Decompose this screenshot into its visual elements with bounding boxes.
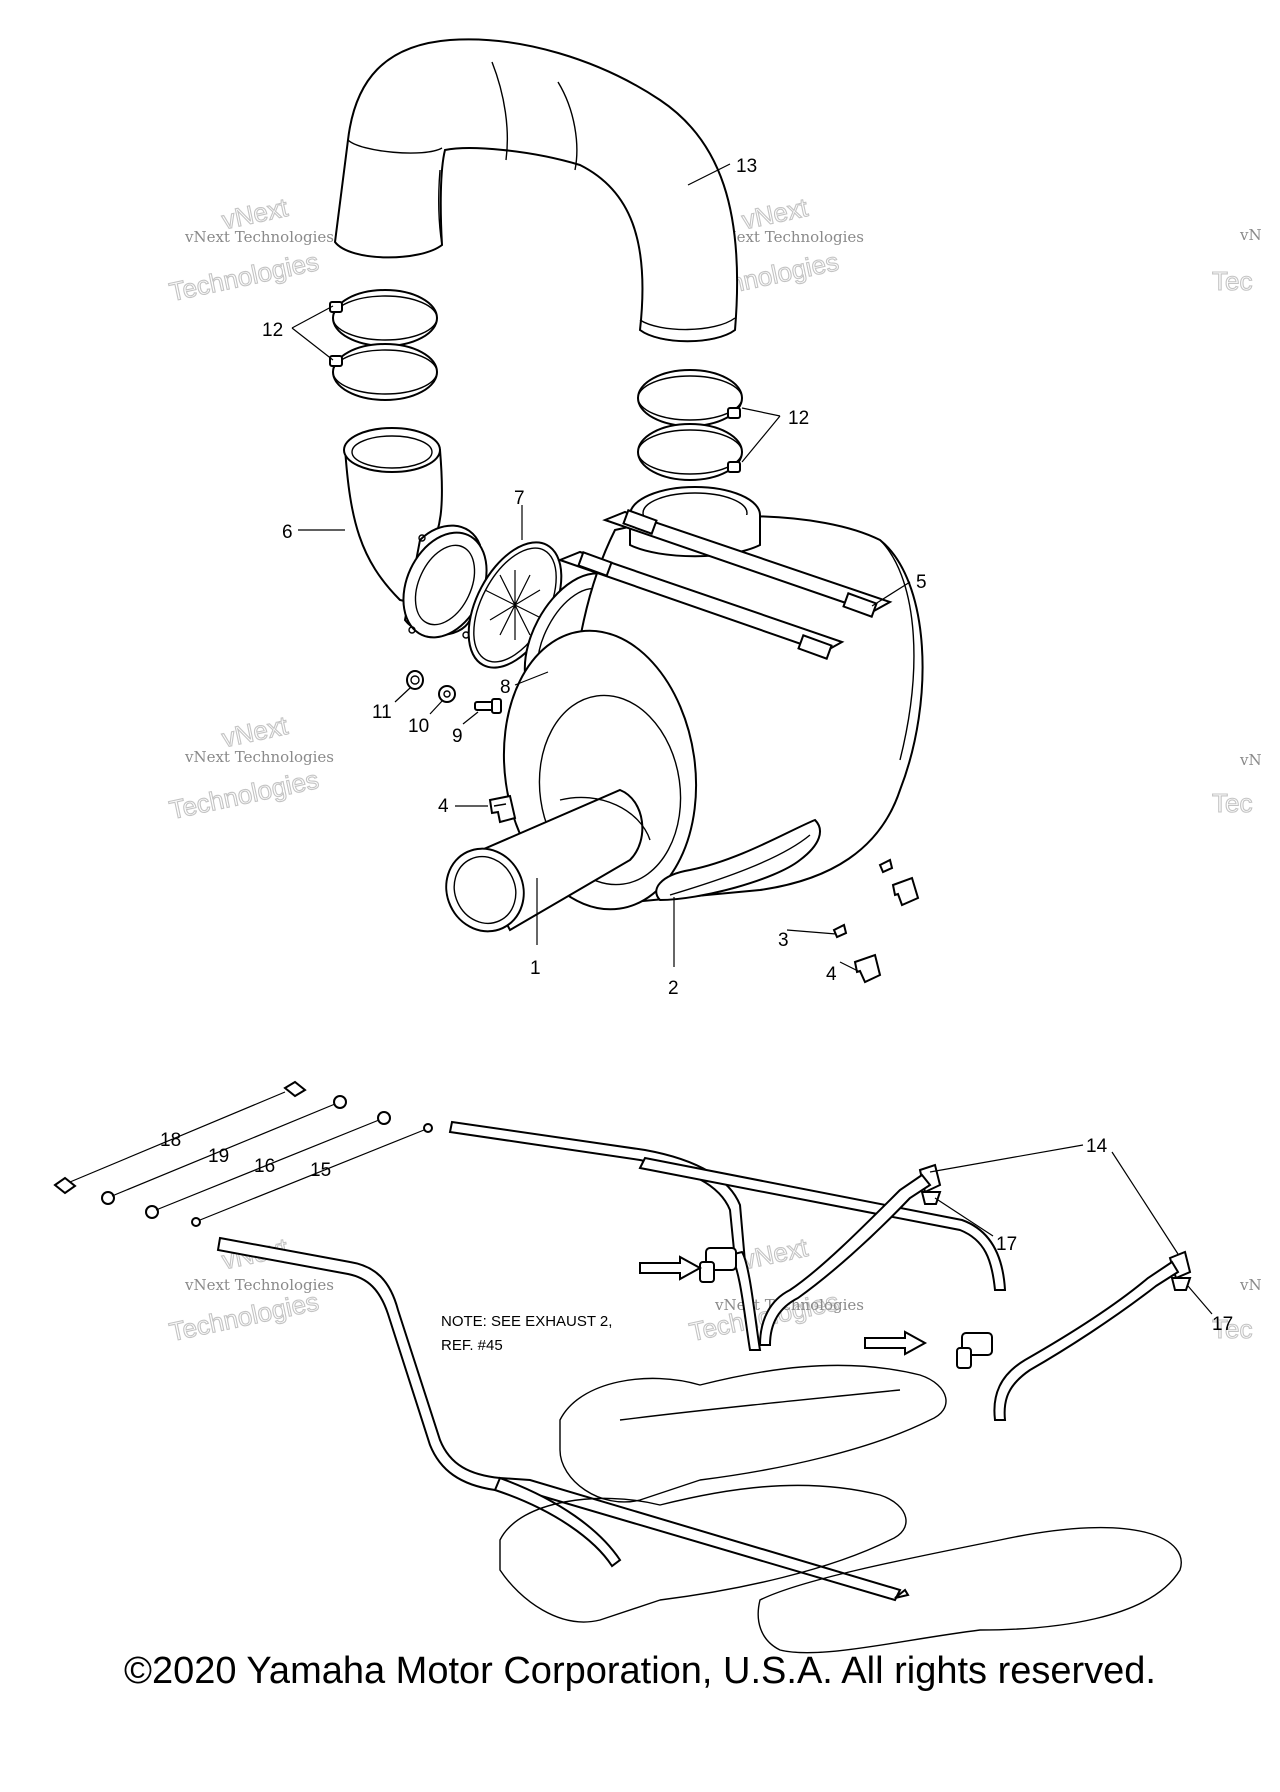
leader-lines — [291, 163, 1213, 1315]
svg-text:Technologies: Technologies — [167, 1286, 322, 1347]
elbow-part-6 — [343, 427, 488, 639]
reference-note: NOTE: SEE EXHAUST 2, REF. #45 — [441, 1313, 612, 1354]
callout-10: 10 — [408, 716, 429, 737]
callout-13: 13 — [736, 156, 757, 177]
callout-18: 18 — [160, 1130, 181, 1151]
exhaust-manifold-lower — [499, 1484, 1182, 1654]
bolt-part-9 — [474, 698, 502, 714]
nut-part-11 — [406, 670, 424, 690]
copyright-notice: ©2020 Yamaha Motor Corporation, U.S.A. A… — [124, 1650, 1156, 1692]
svg-text:Technologies: Technologies — [167, 246, 322, 307]
heat-shield-part-2 — [655, 818, 821, 902]
callout-labels: 13 12 12 6 7 5 8 11 10 9 4 1 2 3 4 14 17… — [160, 156, 1233, 1335]
callout-7: 7 — [514, 488, 525, 509]
callout-5: 5 — [916, 572, 927, 593]
arrow-indicator-right — [864, 1330, 928, 1356]
callout-12-right: 12 — [788, 408, 809, 429]
bracket-part-4-left — [488, 794, 517, 824]
watermark: vNext Technologies vNext Technologies — [166, 709, 334, 825]
callout-12-left: 12 — [262, 320, 283, 341]
callout-1: 1 — [530, 958, 541, 979]
callout-15: 15 — [310, 1160, 331, 1181]
callout-6: 6 — [282, 522, 293, 543]
svg-text:vN: vN — [1239, 226, 1262, 244]
hose-part-14-a — [758, 1173, 932, 1346]
callout-17-right: 17 — [1212, 1314, 1233, 1335]
svg-text:vNext Technologies: vNext Technologies — [714, 228, 864, 246]
watermark: vNext Technologies vNext Technologies — [166, 191, 334, 307]
callout-16: 16 — [254, 1156, 275, 1177]
hardware-set-18 — [53, 1080, 307, 1195]
hose-clamp-pair-left — [329, 289, 438, 401]
svg-text:Tec: Tec — [1212, 788, 1252, 818]
water-hose-upper — [448, 1120, 1007, 1351]
hardware-set-19 — [101, 1095, 347, 1205]
hardware-set-16 — [145, 1111, 391, 1219]
dashed-leader-lines — [69, 1091, 425, 1221]
svg-text:vNext: vNext — [739, 1232, 811, 1275]
arrow-indicator-left — [639, 1255, 703, 1281]
bracket-part-4-right-b — [853, 953, 882, 984]
washer-part-10 — [438, 685, 456, 703]
svg-text:vN: vN — [1239, 1276, 1262, 1294]
callout-8: 8 — [500, 677, 511, 698]
svg-text:Tec: Tec — [1212, 266, 1252, 296]
bracket-part-4-right-a — [891, 876, 920, 907]
svg-text:Tec: Tec — [1212, 1314, 1252, 1344]
valve-fitting-left — [699, 1247, 737, 1283]
callout-2: 2 — [668, 978, 679, 999]
callout-14: 14 — [1086, 1136, 1108, 1157]
callout-19: 19 — [208, 1146, 229, 1167]
svg-text:vNext: vNext — [219, 710, 291, 753]
screw-part-3 — [832, 858, 894, 939]
straps-part-5 — [557, 509, 893, 660]
note-line-2: REF. #45 — [441, 1337, 503, 1354]
callout-9: 9 — [452, 726, 463, 747]
callout-17-left: 17 — [996, 1234, 1017, 1255]
note-line-1: NOTE: SEE EXHAUST 2, — [441, 1313, 612, 1330]
callout-3: 3 — [778, 930, 789, 951]
hose-part-14-b — [993, 1260, 1180, 1421]
callout-4-right: 4 — [826, 964, 837, 985]
svg-text:vNext Technologies: vNext Technologies — [184, 748, 334, 766]
callout-4-left: 4 — [438, 796, 449, 817]
valve-fitting-right — [956, 1332, 993, 1369]
hose-clamp-pair-right — [637, 369, 743, 481]
watermark-partial: vN Tec vN Tec vN Tec — [1211, 226, 1262, 1345]
svg-text:Technologies: Technologies — [167, 764, 322, 825]
muffler-part-1 — [445, 486, 924, 933]
svg-text:vNext Technologies: vNext Technologies — [184, 1276, 334, 1294]
svg-text:vN: vN — [1239, 751, 1262, 769]
callout-11: 11 — [372, 702, 392, 723]
hardware-set-15 — [191, 1123, 433, 1227]
duct-hose-part-13 — [333, 38, 739, 343]
svg-text:vNext Technologies: vNext Technologies — [184, 228, 334, 246]
exhaust-manifold-upper — [559, 1364, 947, 1503]
water-pipe-lower — [216, 1236, 910, 1602]
